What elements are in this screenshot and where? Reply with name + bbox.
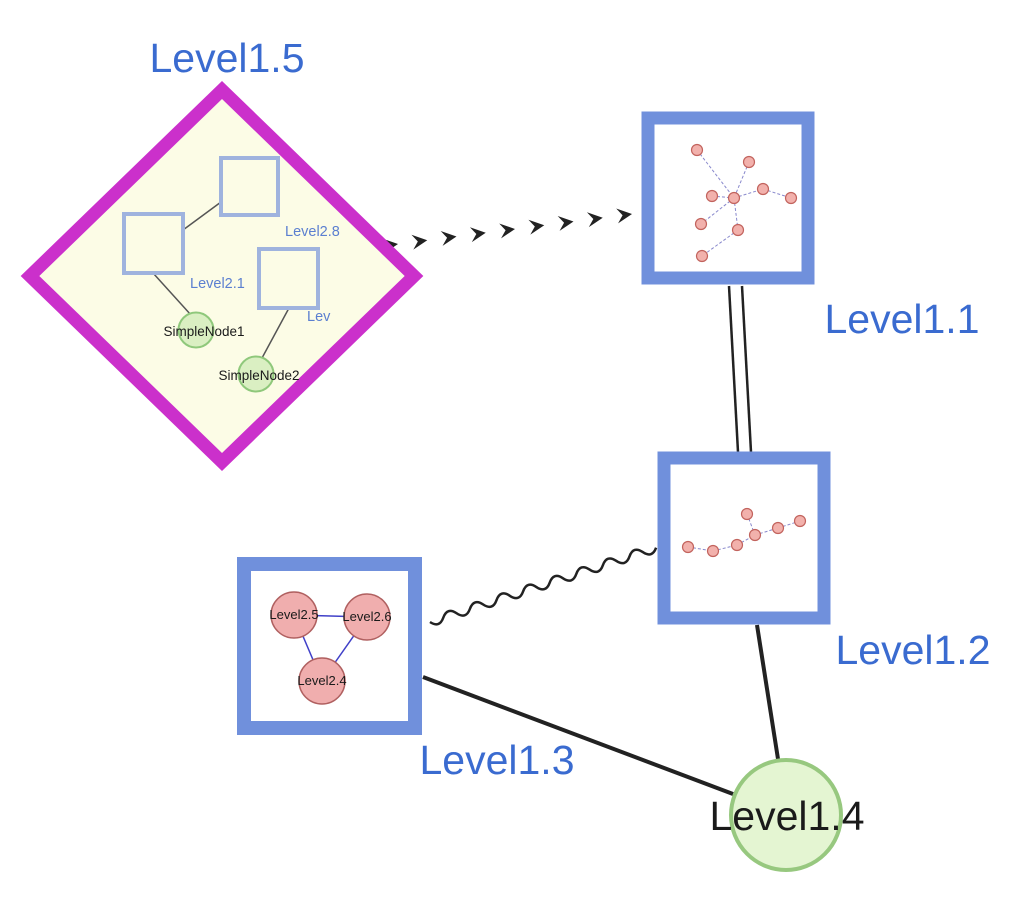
level25-label: Level2.5 xyxy=(269,607,318,622)
edge-lev-simple2 xyxy=(261,307,290,359)
node-level25[interactable] xyxy=(270,591,318,639)
graph-node[interactable] xyxy=(727,191,741,205)
simplenode1-label: SimpleNode1 xyxy=(163,324,244,339)
level14-circle-shape[interactable] xyxy=(729,758,843,872)
group-node-level15: Level1.5 Level2.8 Level2.1 Lev SimpleNod… xyxy=(20,35,424,472)
graph-node[interactable] xyxy=(731,223,745,237)
graph-node[interactable] xyxy=(784,191,798,205)
group-node-level28[interactable] xyxy=(219,156,280,217)
level12-label: Level1.2 xyxy=(835,627,990,673)
level11-inner-nodes xyxy=(690,143,798,263)
node-simplenode2[interactable] xyxy=(237,355,275,393)
group-node-level12: Level1.2 xyxy=(657,451,991,673)
graph-node[interactable] xyxy=(793,514,807,528)
graph-node[interactable] xyxy=(705,189,719,203)
graph-node[interactable] xyxy=(706,544,720,558)
edge-level15-level11[interactable] xyxy=(382,206,633,254)
level12-inner-nodes xyxy=(681,507,807,558)
node-level14-group: Level1.4 xyxy=(709,758,865,872)
level15-label: Level1.5 xyxy=(149,35,304,81)
group-node-lev[interactable] xyxy=(257,247,320,310)
graph-node[interactable] xyxy=(742,155,756,169)
graph-node[interactable] xyxy=(771,521,785,535)
edge-level13-level14[interactable] xyxy=(422,675,734,796)
level11-label: Level1.1 xyxy=(824,296,979,342)
simplenode2-label: SimpleNode2 xyxy=(218,368,299,383)
graph-node[interactable] xyxy=(694,217,708,231)
level21-label: Level2.1 xyxy=(190,276,245,292)
level12-box-shape[interactable] xyxy=(657,451,831,625)
lev-truncated-label: Lev xyxy=(307,309,331,325)
graph-node[interactable] xyxy=(740,507,754,521)
level13-label: Level1.3 xyxy=(419,737,574,783)
node-simplenode1[interactable] xyxy=(177,311,215,349)
group-node-level11: Level1.1 xyxy=(641,111,980,342)
graph-node[interactable] xyxy=(730,538,744,552)
node-level26[interactable] xyxy=(343,593,391,641)
group-node-level13: Level2.5 Level2.6 Level2.4 Level1.3 xyxy=(237,557,575,783)
level24-label: Level2.4 xyxy=(297,673,346,688)
level14-label: Level1.4 xyxy=(709,793,864,839)
level28-label: Level2.8 xyxy=(285,224,340,240)
level13-inner-nodes xyxy=(270,591,391,705)
level15-inner-squares xyxy=(122,156,320,310)
graph-node[interactable] xyxy=(756,182,770,196)
level15-diamond-shape[interactable] xyxy=(20,80,424,472)
group-node-level21[interactable] xyxy=(122,212,185,275)
edge-level21-simple1 xyxy=(152,272,192,316)
edge-level13-level12[interactable] xyxy=(429,547,658,626)
edge-level12-level14[interactable] xyxy=(755,624,780,760)
graph-node[interactable] xyxy=(695,249,709,263)
graph-node[interactable] xyxy=(690,143,704,157)
level26-label: Level2.6 xyxy=(342,609,391,624)
edge-level21-level28 xyxy=(182,201,222,231)
level15-inner-edges[interactable] xyxy=(152,201,290,359)
level15-simple-nodes xyxy=(177,311,275,393)
edge-level11-level12[interactable] xyxy=(727,285,753,453)
graph-node[interactable] xyxy=(681,540,695,554)
node-level24[interactable] xyxy=(298,657,346,705)
graph-node[interactable] xyxy=(748,528,762,542)
